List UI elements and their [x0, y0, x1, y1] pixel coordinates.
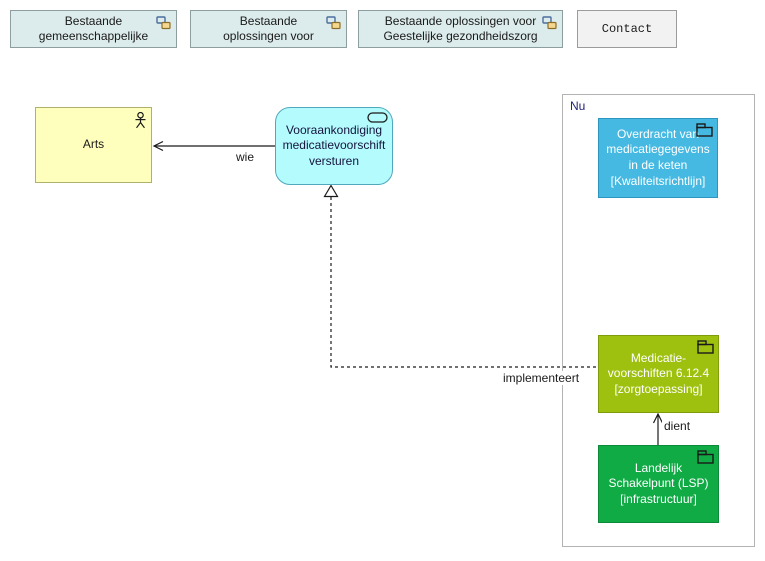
serving-relation-dient[interactable]: [652, 412, 664, 445]
view-reference-label: Bestaande oplossingen voor: [223, 14, 314, 43]
view-reference-bestaande-oplossingen[interactable]: Bestaande oplossingen voor: [190, 10, 347, 48]
node-label: Arts: [82, 137, 105, 152]
view-reference-icon: [326, 16, 341, 30]
product-landelijk-schakelpunt[interactable]: Landelijk Schakelpunt (LSP) [infrastruct…: [598, 445, 719, 523]
application-service-vooraankondiging[interactable]: Vooraankondiging medicatievoorschift ver…: [275, 107, 393, 185]
relation-label-dient: dient: [662, 419, 693, 433]
node-label: Medicatie-voorschiften 6.12.4 [zorgtoepa…: [607, 350, 710, 396]
node-label: Overdracht van medicatiegegevens in de k…: [606, 126, 710, 188]
view-reference-icon: [542, 16, 557, 30]
view-reference-icon: [156, 16, 171, 30]
node-label: Landelijk Schakelpunt (LSP) [infrastruct…: [608, 460, 709, 506]
product-medicatievoorschiften[interactable]: Medicatie-voorschiften 6.12.4 [zorgtoepa…: [598, 335, 719, 413]
view-reference-geestelijke-gezondheidszorg[interactable]: Bestaande oplossingen voor Geestelijke g…: [358, 10, 563, 48]
note-label: Contact: [601, 22, 653, 36]
business-actor-icon: [135, 112, 146, 129]
node-label: Vooraankondiging medicatievoorschift ver…: [282, 122, 386, 168]
open-arrowhead-icon: [652, 412, 664, 424]
open-arrowhead-icon: [152, 140, 164, 152]
application-service-icon: [367, 112, 388, 123]
relation-label-implementeert: implementeert: [501, 371, 582, 385]
product-icon: [697, 340, 714, 354]
product-overdracht-medicatiegegevens[interactable]: Overdracht van medicatiegegevens in de k…: [598, 118, 718, 198]
business-actor-arts[interactable]: Arts: [35, 107, 152, 183]
relation-label-wie: wie: [234, 150, 257, 164]
view-reference-label: Bestaande gemeenschappelijke: [38, 14, 149, 43]
serving-relation-wie[interactable]: [152, 140, 275, 152]
realization-relation-implementeert[interactable]: [323, 184, 598, 368]
view-reference-bestaande-gemeenschappelijke[interactable]: Bestaande gemeenschappelijke: [10, 10, 177, 48]
note-contact[interactable]: Contact: [577, 10, 677, 48]
hollow-triangle-arrowhead-icon: [323, 184, 339, 198]
group-label: Nu: [570, 99, 586, 113]
product-icon: [697, 450, 714, 464]
product-icon: [696, 123, 713, 137]
view-reference-label: Bestaande oplossingen voor Geestelijke g…: [383, 14, 538, 43]
